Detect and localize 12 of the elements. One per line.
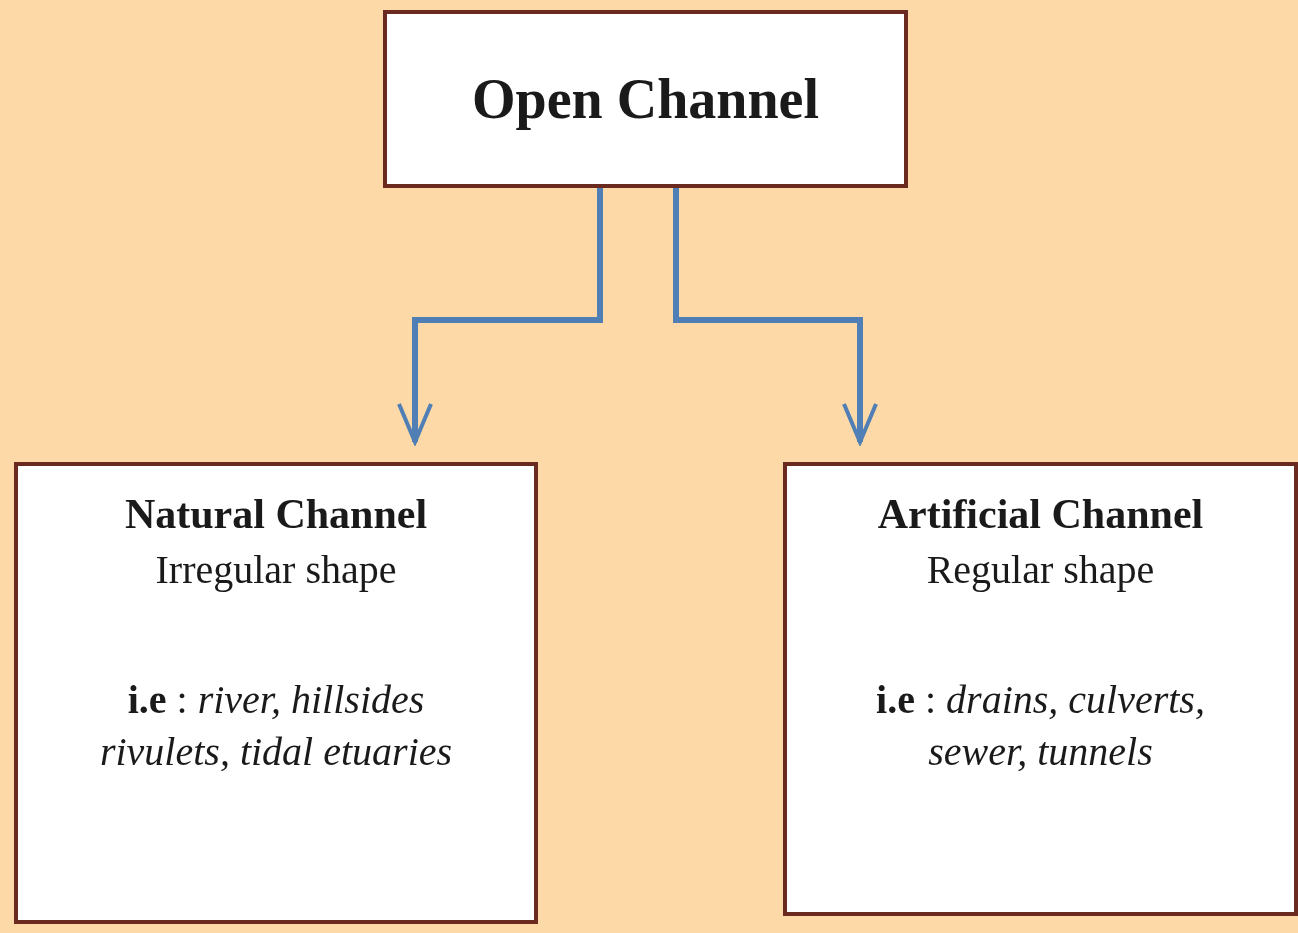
node-heading: Artificial Channel [877, 490, 1204, 539]
node-heading: Natural Channel [124, 490, 428, 539]
connector-arrow [397, 188, 603, 444]
example-text: i.e : drains, culverts, sewer, tunnels [875, 676, 1206, 777]
channel-box [14, 462, 538, 924]
example-text: i.e : river, hillsides rivulets, tidal etuaries [98, 676, 454, 777]
node-subtitle: Regular shape [926, 546, 1155, 595]
title-text: Open Channel [472, 66, 819, 132]
node-subtitle: Irregular shape [155, 546, 397, 595]
connector-arrow [673, 188, 878, 444]
channel-box [383, 10, 908, 188]
channel-box [783, 462, 1298, 916]
